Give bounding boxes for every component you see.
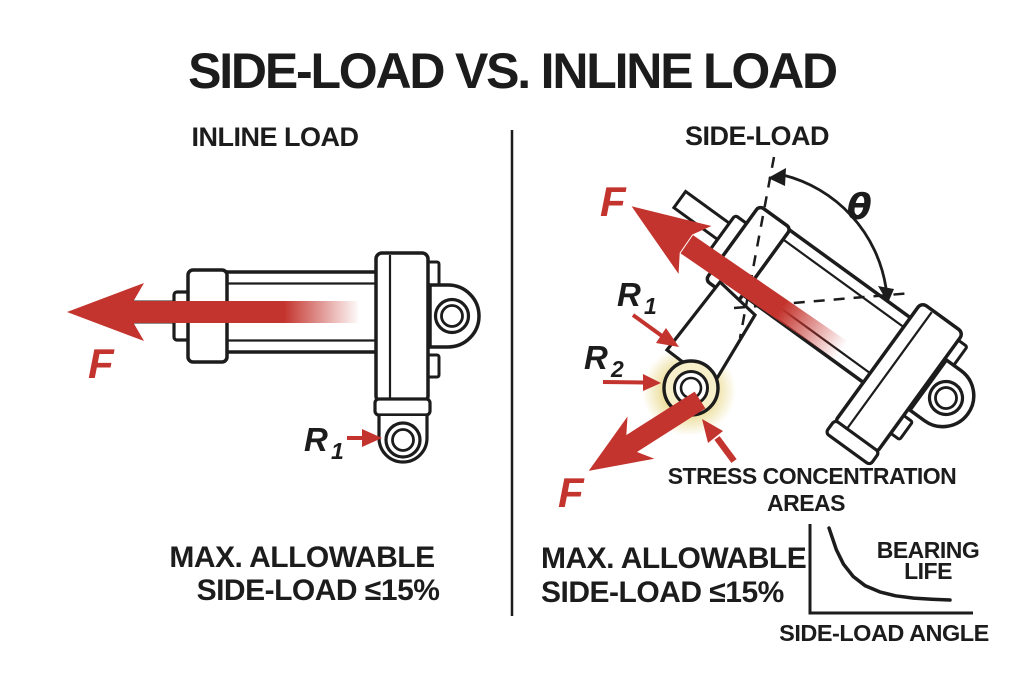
- inline-max-note-line2: SIDE-LOAD ≤15%: [197, 574, 440, 607]
- inline-r1-annotation: R 1: [304, 421, 382, 464]
- inline-r1-label: R: [304, 421, 328, 458]
- chart-axes: [808, 524, 973, 615]
- arc-arrowhead-bottom-icon: [878, 286, 894, 303]
- side-max-note-line1: MAX. ALLOWABLE: [541, 542, 806, 575]
- chart-x-axis-label: SIDE-LOAD ANGLE: [779, 620, 989, 646]
- stress-callout-arrow-icon: [702, 419, 737, 463]
- inline-max-note-line1: MAX. ALLOWABLE: [169, 541, 434, 574]
- side-r2-arrow-icon: [602, 374, 661, 391]
- side-force-arrow-top: [631, 206, 852, 363]
- side-max-note-line2: SIDE-LOAD ≤15%: [541, 576, 784, 609]
- inline-force-arrow: [67, 283, 358, 341]
- inline-r1-arrow-icon: [347, 429, 382, 447]
- stress-note-line2: AREAS: [767, 490, 845, 516]
- side-load-angle-construction: [733, 156, 913, 339]
- arc-arrowhead-top-icon: [768, 168, 786, 186]
- stress-note-line1: STRESS CONCENTRATION: [668, 463, 957, 489]
- side-rod-end-arm: [662, 279, 758, 417]
- side-r2-label: R: [584, 339, 608, 376]
- side-r1-annotation: R 1: [617, 276, 679, 347]
- side-r2-annotation: R 2: [584, 339, 661, 391]
- side-r1-arrow-icon: [631, 313, 679, 347]
- bearing-life-curve: [827, 526, 952, 602]
- side-r1-subscript: 1: [644, 293, 657, 319]
- theta-angle-label: θ: [847, 187, 872, 228]
- side-force-label-bottom: F: [558, 469, 585, 516]
- side-force-label-top: F: [600, 178, 627, 225]
- side-panel-heading: SIDE-LOAD: [685, 121, 829, 151]
- bearing-life-chart: BEARING LIFE SIDE-LOAD ANGLE: [779, 524, 989, 646]
- page-title: SIDE-LOAD VS. INLINE LOAD: [188, 43, 837, 99]
- side-r2-subscript: 2: [610, 356, 624, 382]
- inline-force-label: F: [88, 340, 115, 387]
- inline-panel-heading: INLINE LOAD: [192, 122, 359, 152]
- chart-series-label-line1: BEARING: [877, 537, 980, 563]
- chart-series-label-line2: LIFE: [904, 558, 952, 584]
- side-r1-label: R: [617, 276, 641, 313]
- inline-actuator-drawing: [118, 251, 481, 464]
- side-force-arrow-bottom: [588, 391, 706, 471]
- inline-r1-subscript: 1: [331, 438, 344, 464]
